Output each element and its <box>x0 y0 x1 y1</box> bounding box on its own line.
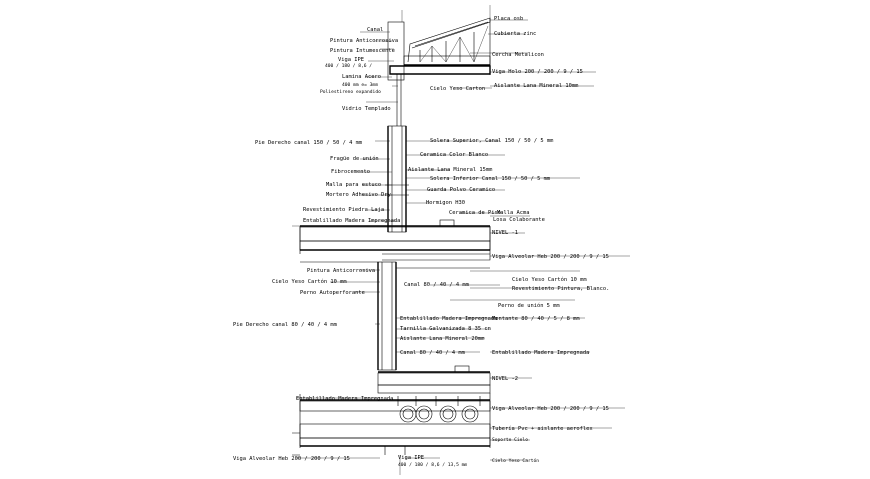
floor-slab-1 <box>299 219 491 261</box>
label-perno-union: Perno de unión 5 mm <box>498 302 560 309</box>
label-tarnilla: Tarnilla Galvanizada 8 35 cn <box>400 326 491 332</box>
label-viga-holo: Viga Holo 200 / 200 / 9 / 15 <box>492 69 583 75</box>
bottom-slab <box>292 423 491 456</box>
label-entablillado-3: Entablillado Madera Impregnada <box>492 350 589 356</box>
label-nivel-2: NIVEL -2 <box>492 376 518 382</box>
label-viga-ipe-top-dims: 400 / 180 / 8,6 / <box>325 63 372 69</box>
label-nivel-1: NIVEL -1 <box>492 230 518 236</box>
section-geometry <box>292 5 491 475</box>
label-malla: Malla para estuco <box>326 182 381 188</box>
label-lamina-acero-dims: 400 mm e= 3mm <box>342 82 378 88</box>
axis-marks <box>292 5 491 475</box>
label-fragua: Fragüe de unión <box>330 155 379 162</box>
label-aislante-lana-20: Aislante Lana Mineral 20mm <box>400 336 484 342</box>
label-placa-osb: Placa osb <box>494 16 523 22</box>
label-entablillado-4: Entablillado Madera Impregnada <box>296 396 393 402</box>
label-aislante-lana-10: Aislante Lana Mineral 10mm <box>494 83 578 89</box>
label-perno-auto: Perno Autoperforante <box>300 290 365 296</box>
pipe-row <box>397 396 481 423</box>
label-lamina-acero: Lamina Acero <box>342 74 381 80</box>
label-revestimiento-piedra: Revestimiento Piedra Laja <box>303 207 384 213</box>
label-cubierta-zinc: Cubierta zinc <box>494 31 536 37</box>
middle-wall <box>300 261 490 371</box>
label-entablillado-2: Entablillado Madera Impregnada <box>400 316 497 322</box>
label-fibrocemento: Fibrocemento <box>331 169 370 175</box>
label-ceramica-piso: Ceramica de Piso <box>449 210 501 216</box>
label-cielo-yeso-left: Cielo Yeso Cartón 10 mm <box>272 278 347 285</box>
label-viga-ipe-bottom: Viga IPE <box>398 455 424 461</box>
upper-wall <box>385 125 409 233</box>
label-vidrio: Vidrio Templado <box>342 106 391 112</box>
floor-slab-2 <box>299 365 491 448</box>
label-pintura-anticorrosiva-mid: Pintura Anticorrosiva <box>307 268 375 274</box>
label-pie-derecho-top: Pie Derecho canal 150 / 50 / 4 mm <box>255 140 362 146</box>
label-canal-80-a: Canal 80 / 40 / 4 mm <box>404 282 469 288</box>
label-hormigon: Hormigon H30 <box>426 200 465 206</box>
label-cielo-yeso-bottom: Cielo Yeso Cartón <box>492 457 539 464</box>
label-canal-80-b: Canal 80 / 40 / 4 mm <box>400 350 465 356</box>
label-poliestireno: Poliestireno expandido <box>320 89 381 95</box>
label-pintura-anticorrosiva-top: Pintura Anticorrosiva <box>330 38 398 44</box>
label-cielo-yeso-top: Cielo Yeso Carton <box>430 86 485 92</box>
label-pintura-intumescente: Pintura Intumescente <box>330 48 395 54</box>
label-ceramica-color: Ceramica Color Blanco <box>420 152 488 158</box>
label-guarda-polvo: Guarda Polvo Ceramico <box>427 187 495 193</box>
label-viga-ipe-top: Viga IPE <box>338 57 364 63</box>
annotation-labels: Canal Pintura Anticorrosiva Pintura Intu… <box>233 16 609 468</box>
label-pie-derecho-mid: Pie Derecho canal 80 / 40 / 4 mm <box>233 322 337 328</box>
label-cercha: Cercha Metalicon <box>492 52 544 58</box>
label-viga-alveolar-bottom: Viga Alveolar Heb 200 / 200 / 9 / 15 <box>233 456 350 462</box>
label-viga-alveolar-2: Viga Alveolar Heb 200 / 200 / 9 / 15 <box>492 406 609 412</box>
label-viga-ipe-bottom-dims: 400 / 180 / 8,6 / 13,5 mm <box>398 462 467 468</box>
label-aislante-lana-15: Aislante Lana Mineral 15mm <box>408 167 492 173</box>
label-malla-acma: Malla Acma <box>497 210 529 216</box>
label-losa-colaborante: Losa Colaborante <box>493 217 545 223</box>
label-tuberia: Tubería Pvc + aislante aeroflex <box>492 425 593 432</box>
label-cielo-yeso-right: Cielo Yeso Cartón 10 mm <box>512 276 587 283</box>
label-revestimiento-pintura: Revestimiento Pintura, Blanco. <box>512 286 609 292</box>
label-viga-alveolar-1: Viga Alveolar Heb 200 / 200 / 9 / 15 <box>492 254 609 260</box>
leader-lines <box>296 19 630 461</box>
label-solera-inferior: Solera Inferior Canal 150 / 50 / 5 mm <box>430 176 550 182</box>
roof-assembly <box>387 17 491 126</box>
label-canal: Canal <box>367 27 383 33</box>
label-soporte-cielo: Soporte Cielo <box>492 437 528 443</box>
label-montante: Montante 80 / 40 / 5 / 8 mm <box>492 316 580 322</box>
label-solera-superior: Solera Superior, Canal 150 / 50 / 5 mm <box>430 138 553 144</box>
label-mortero: Mortero Adhesivo Dry <box>326 192 392 198</box>
label-entablillado-1: Entablillado Madera Impregnada <box>303 218 400 224</box>
